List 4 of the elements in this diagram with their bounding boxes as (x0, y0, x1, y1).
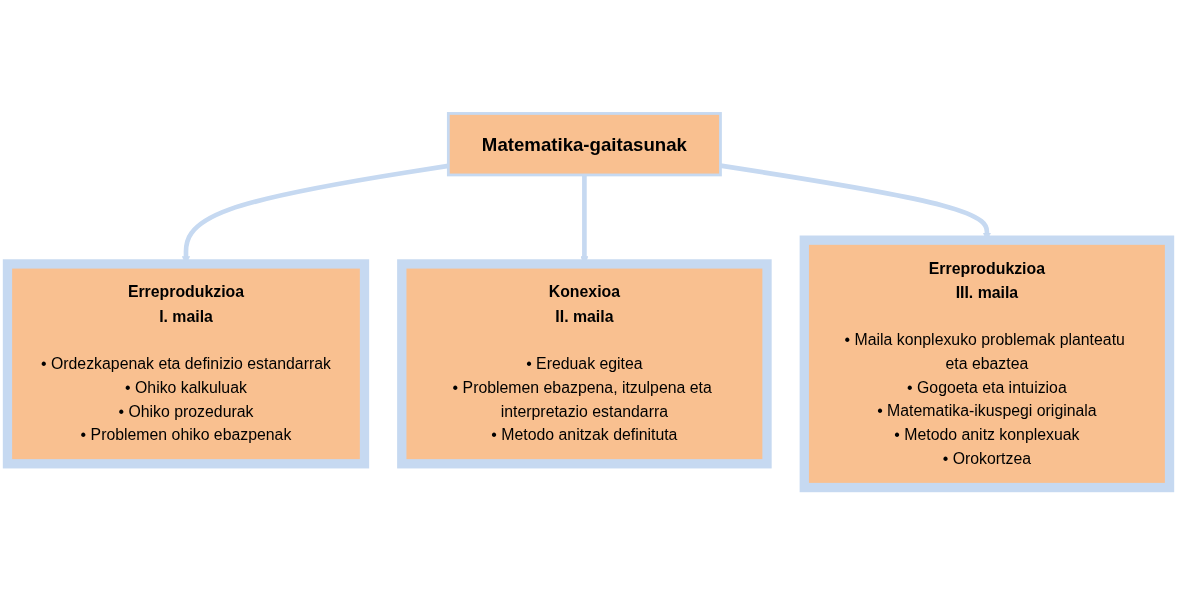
node-box: Erreprodukzioa I. maila • Ordezkapenak eta definizio estandarrak • Ohiko kalkuluak • Ohiko prozedurak • Problemen ohiko ebazpenak (2, 259, 370, 469)
node-box: Konexioa II. maila • Ereduak egitea • Problemen ebazpena, itzulpena eta interpretazio estandarra • Metodo anitzak definituta (397, 259, 772, 469)
node-box: Erreprodukzioa III. maila • Maila konplexuko problemak planteatu eta ebaztea • Gogoeta eta intuizioa • Matematika-ikuspegi originala • Metodo anitz konplexuak • Orokortzea (799, 235, 1175, 493)
node-box: Matematika-gaitasunak (446, 112, 722, 177)
